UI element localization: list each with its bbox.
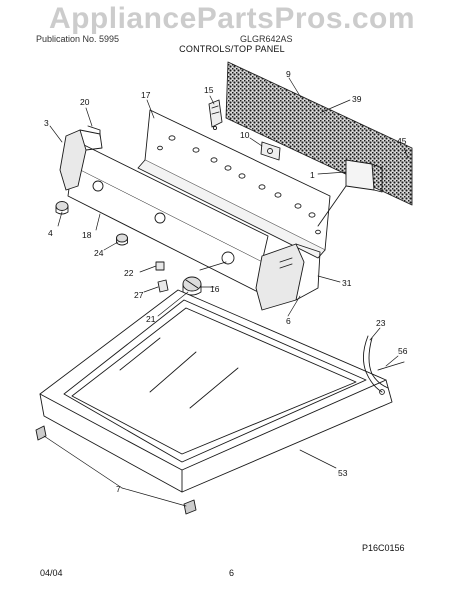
- callout-10: 10: [240, 130, 250, 140]
- callout-16: 16: [210, 284, 220, 294]
- knob-16: [182, 276, 202, 296]
- footer-date: 04/04: [40, 568, 63, 578]
- callout-7: 7: [116, 484, 121, 494]
- push-button-27: [157, 279, 169, 293]
- timer: [317, 159, 383, 227]
- section-title: CONTROLS/TOP PANEL: [179, 44, 285, 54]
- callout-17: 17: [141, 90, 151, 100]
- callout-6: 6: [286, 316, 291, 326]
- top-panel: [39, 289, 393, 493]
- callout-4: 4: [48, 228, 53, 238]
- callout-numbers: 9 39 45 15 17 20 3 10 1 4 18 24 22 16 27…: [44, 69, 408, 494]
- callout-45: 45: [397, 136, 407, 146]
- switch-part: [208, 99, 223, 131]
- callout-21: 21: [146, 314, 156, 324]
- callout-22: 22: [124, 268, 134, 278]
- selector-switch: [260, 141, 281, 161]
- push-button-22: [155, 261, 165, 271]
- callout-23: 23: [376, 318, 386, 328]
- watermark: AppliancePartsPros.com: [48, 2, 416, 35]
- callout-9: 9: [286, 69, 291, 79]
- callout-31: 31: [342, 278, 352, 288]
- end-cap-left: [59, 125, 103, 191]
- figure-id: P16C0156: [362, 543, 405, 553]
- clip-right: [183, 499, 197, 515]
- callout-18: 18: [82, 230, 92, 240]
- backsplash-panel: [137, 109, 331, 259]
- page-number: 6: [229, 568, 235, 578]
- knob-4: [55, 201, 69, 215]
- callout-20: 20: [80, 97, 90, 107]
- publication-number: Publication No. 5995: [36, 34, 120, 44]
- callout-3: 3: [44, 118, 49, 128]
- callout-24: 24: [94, 248, 104, 258]
- callout-39: 39: [352, 94, 362, 104]
- end-cap-right: [255, 243, 321, 311]
- callout-15: 15: [204, 85, 214, 95]
- callout-1: 1: [310, 170, 315, 180]
- clip-left: [35, 425, 47, 441]
- wire-harness: [363, 335, 405, 395]
- knob-24: [116, 233, 128, 246]
- leader-lines: [43, 77, 409, 507]
- callout-53: 53: [338, 468, 348, 478]
- callout-27: 27: [134, 290, 144, 300]
- callout-56: 56: [398, 346, 408, 356]
- model-number: GLGR642AS: [240, 34, 293, 44]
